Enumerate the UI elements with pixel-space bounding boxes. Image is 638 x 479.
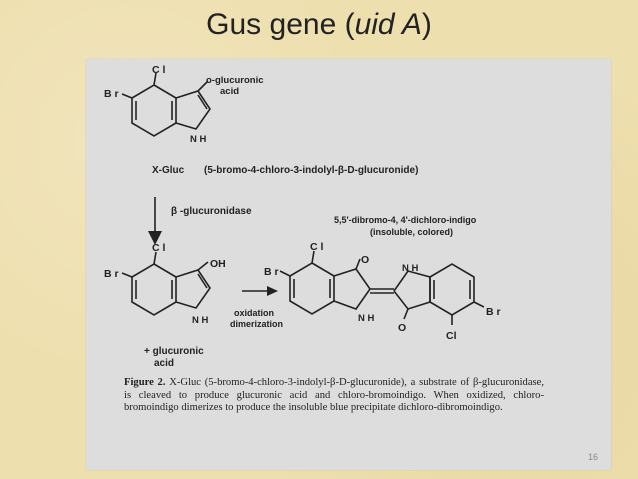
substrate-group-line1: o-glucuronic: [206, 75, 264, 86]
intermediate-plus-line1: + glucuronic: [144, 346, 204, 357]
page-number: 16: [588, 452, 599, 462]
substrate-pyrrole-ring: [175, 90, 211, 130]
product-right-benzene: [429, 263, 475, 316]
product-left-benzene: [289, 262, 335, 315]
title-prefix: Gus gene (: [206, 8, 355, 41]
substrate-group-line2: acid: [220, 86, 239, 97]
enzyme-label: β -glucuronidase: [171, 206, 252, 217]
intermediate-br-label: B r: [104, 268, 119, 280]
substrate-nh-label: N H: [190, 134, 207, 145]
intermediate-plus-line2: acid: [154, 358, 174, 369]
figure-caption: Figure 2. X-Gluc (5-bromo-4-chloro-3-ind…: [124, 377, 544, 415]
product-cl-top: C l: [310, 241, 324, 253]
caption-label: Figure 2.: [124, 377, 166, 388]
down-arrow-head: [148, 231, 162, 245]
reaction-figure: C l B r o-glucuronic acid N H X-Gluc (5-…: [86, 59, 611, 470]
product-nh-top: N H: [402, 263, 419, 274]
reaction-line1: oxidation: [234, 308, 274, 318]
caption-text: X-Gluc (5-bromo-4-chloro-3-indolyl-β-D-g…: [124, 377, 544, 413]
substrate-br-label: B r: [104, 88, 119, 100]
substrate-short-name: X-Gluc: [152, 165, 185, 176]
substrate-full-name: (5-bromo-4-chloro-3-indolyl-β-D-glucuron…: [204, 165, 418, 176]
slide-title: Gus gene (uid A): [0, 8, 638, 42]
substrate-cl-label: C l: [152, 64, 166, 76]
intermediate-pyrrole-ring: [175, 269, 211, 309]
title-suffix: ): [421, 8, 432, 41]
product-br-left: B r: [264, 266, 279, 278]
product-name-line1: 5,5'-dibromo-4, 4'-dichloro-indigo: [334, 215, 477, 225]
intermediate-oh-label: OH: [210, 258, 226, 270]
reaction-line2: dimerization: [230, 319, 283, 329]
reaction-scheme: C l B r o-glucuronic acid N H X-Gluc (5-…: [104, 64, 501, 369]
substrate-benzene-ring: [131, 84, 177, 137]
product-cl-bottom: Cl: [446, 330, 457, 342]
intermediate-benzene-ring: [131, 263, 177, 316]
product-nh-center: N H: [358, 313, 375, 324]
title-italic: uid A: [354, 8, 422, 41]
intermediate-nh-label: N H: [192, 315, 209, 326]
product-br-right: B r: [486, 306, 501, 318]
product-name-line2: (insoluble, colored): [370, 227, 453, 237]
intermediate-cl-label: C l: [152, 242, 166, 254]
product-o-bottom: O: [398, 322, 406, 334]
right-arrow-head: [267, 286, 278, 296]
product-o-top: O: [361, 254, 369, 266]
